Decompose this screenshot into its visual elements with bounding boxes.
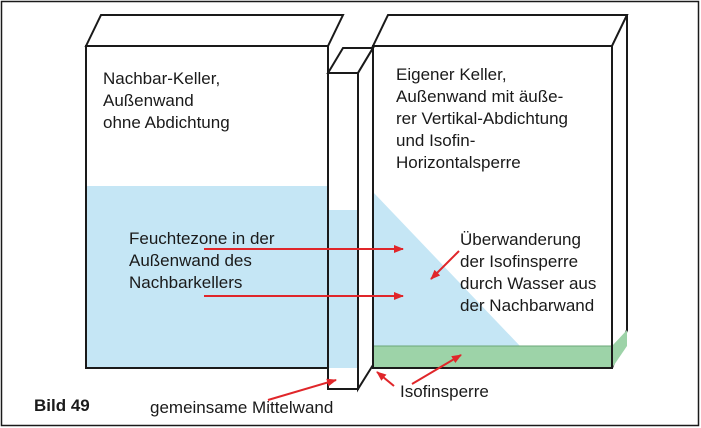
right-wall-top xyxy=(371,14,629,47)
neighbor-cellar-line-1: Nachbar-Keller, xyxy=(103,69,221,88)
figure-number: Bild 49 xyxy=(34,396,90,415)
moisture-zone-line-1: Feuchtezone in der xyxy=(129,229,275,248)
barrier-arrow-left xyxy=(376,371,395,387)
neighbor-cellar-line-3: ohne Abdichtung xyxy=(103,113,230,132)
own-cellar-line-1: Eigener Keller, xyxy=(396,65,507,84)
right-wall-face xyxy=(372,45,613,369)
moisture-zone-line-2: Außenwand des xyxy=(129,251,252,270)
isofin-barrier-label: Isofinsperre xyxy=(400,382,489,401)
own-cellar-line-2: Außenwand mit äuße- xyxy=(396,87,564,106)
migration-arrow xyxy=(430,250,460,280)
isofin-barrier-front xyxy=(373,346,612,368)
common-wall-arrow xyxy=(267,378,337,401)
neighbor-cellar-line-2: Außenwand xyxy=(103,91,194,110)
water-migration-zone xyxy=(373,192,520,346)
migration-line-4: der Nachbarwand xyxy=(460,296,595,315)
middle-wall-moisture xyxy=(328,210,358,368)
neighbor-cellar-label: Nachbar-Keller, Außenwand ohne Abdichtun… xyxy=(103,68,230,134)
middle-wall-side xyxy=(357,44,374,393)
own-cellar-label: Eigener Keller, Außenwand mit äuße- rer … xyxy=(396,64,568,174)
moisture-zone-label: Feuchtezone in der Außenwand des Nachbar… xyxy=(129,228,275,294)
own-cellar-line-3: rer Vertikal-Abdichtung xyxy=(396,109,568,128)
left-wall-moisture-zone xyxy=(86,186,328,368)
migration-line-2: der Isofinsperre xyxy=(460,252,579,271)
common-wall-label: gemeinsame Mittelwand xyxy=(150,398,334,417)
migration-label: Überwanderung der Isofinsperre durch Was… xyxy=(460,229,596,317)
right-wall-side xyxy=(611,14,628,369)
migration-line-1: Überwanderung xyxy=(460,230,581,249)
own-cellar-line-4: und Isofin- xyxy=(396,131,476,150)
barrier-arrow-right xyxy=(411,354,462,385)
isofin-barrier-side xyxy=(612,330,627,368)
migration-line-3: durch Wasser aus xyxy=(460,274,597,293)
moisture-zone-line-3: Nachbarkellers xyxy=(129,273,243,292)
left-wall-top xyxy=(84,14,345,47)
own-cellar-line-5: Horizontalsperre xyxy=(396,153,521,172)
